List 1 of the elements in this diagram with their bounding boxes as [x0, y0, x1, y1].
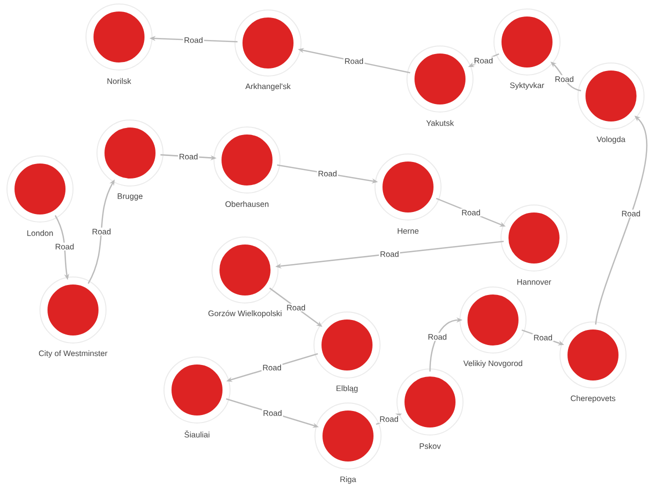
arrow: [595, 116, 648, 325]
